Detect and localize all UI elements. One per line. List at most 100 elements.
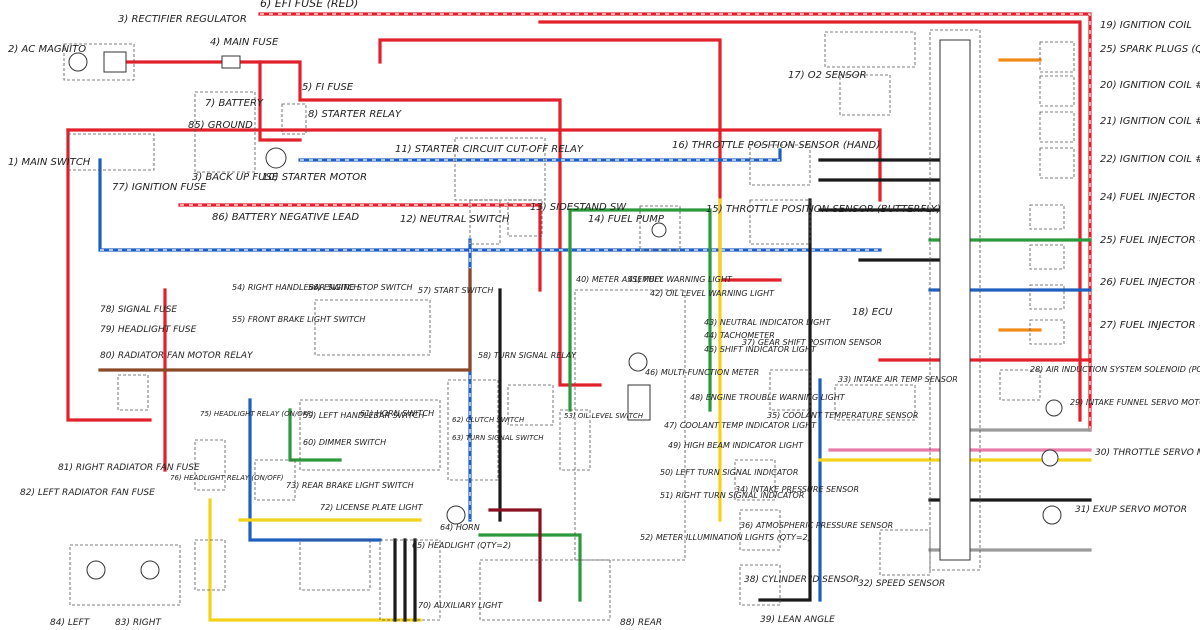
injector-3-box (1029, 284, 1065, 310)
label-multi-meter: 46) MULTI-FUNCTION METER (645, 368, 759, 377)
label-oil-level-switch: 53) OIL LEVEL SWITCH (564, 412, 644, 420)
label-main-switch: 1) MAIN SWITCH (8, 157, 91, 168)
horn-symbol (446, 505, 466, 525)
starter-motor-symbol (265, 147, 287, 169)
tps-butterfly-box (749, 199, 811, 245)
magneto-symbol (68, 52, 88, 72)
label-exup: 31) EXUP SERVO MOTOR (1075, 505, 1187, 515)
label-turn-relay: 58) TURN SIGNAL RELAY (478, 351, 577, 360)
atmospheric-box (739, 509, 781, 551)
label-license-light: 72) LICENSE PLATE LIGHT (320, 503, 424, 512)
label-left-fan-fuse: 82) LEFT RADIATOR FAN FUSE (20, 488, 155, 498)
left-fan-symbol (86, 560, 106, 580)
right-fan-symbol (140, 560, 160, 580)
label-injector-1: 24) FUEL INJECTOR #1 (1100, 192, 1200, 203)
label-coil-1: 19) IGNITION COIL (1100, 20, 1192, 31)
wire-green-lower (478, 533, 582, 602)
label-meter-assembly: 40) METER ASSEMBLY (576, 275, 664, 284)
label-headlight: 65) HEADLIGHT (QTY=2) (412, 541, 511, 550)
label-left-handlebar: 59) LEFT HANDLEBAR SWITCH (303, 411, 424, 420)
main-fuse-symbol (221, 55, 241, 69)
main-switch-box (67, 133, 155, 171)
label-front-brake: 55) FRONT BRAKE LIGHT SWITCH (232, 315, 365, 324)
wire-red-mainswitch (66, 128, 152, 422)
label-battery-lead: 86) BATTERY NEGATIVE LEAD (212, 212, 359, 223)
wire-red-horizontal (66, 128, 882, 202)
label-fi-fuse: 5) FI FUSE (302, 82, 354, 93)
label-signal-fuse: 78) SIGNAL FUSE (100, 305, 177, 315)
license-light-box (299, 539, 371, 591)
label-intake-pressure: 34) INTAKE PRESSURE SENSOR (735, 485, 859, 494)
label-injector-4: 27) FUEL INJECTOR #4 (1100, 320, 1200, 331)
label-layer: 6) EFI FUSE (RED) 2) AC MAGNITO 3) RECTI… (8, 0, 1200, 628)
label-start-switch: 57) START SWITCH (418, 286, 493, 295)
label-starter-relay: 8) STARTER RELAY (308, 109, 402, 120)
left-handlebar-box (299, 399, 441, 471)
label-left: 84) LEFT (50, 618, 91, 628)
label-funnel-servo: 29) INTAKE FUNNEL SERVO MOTOR (1070, 398, 1200, 407)
label-ignition-fuse: 77) IGNITION FUSE (112, 182, 207, 193)
injector-1-box (1029, 204, 1065, 230)
wire-black-a (758, 198, 812, 602)
ecu-connector (824, 31, 916, 68)
component-layer (63, 29, 1075, 621)
label-fan-relay: 80) RADIATOR FAN MOTOR RELAY (100, 351, 254, 361)
label-meter-lights: 52) METER ILLUMINATION LIGHTS (QTY=2) (640, 533, 811, 542)
label-coil-3: 21) IGNITION COIL #3 (1100, 116, 1200, 127)
brake-switch-box (254, 459, 296, 501)
fuel-pump-box (639, 205, 681, 251)
battery-box (194, 91, 256, 173)
label-tps-butterfly: 15) THROTTLE POSITION SENSOR (BUTTERFLY) (706, 204, 941, 215)
label-clutch: 62) CLUTCH SWITCH (452, 416, 525, 424)
ignition-coil-4-box (1039, 147, 1075, 179)
label-starter-motor: 10) STARTER MOTOR (262, 172, 367, 183)
label-cylinder-id: 38) CYLINDER ID SENSOR (744, 575, 859, 585)
label-efi-fuse: 6) EFI FUSE (RED) (260, 0, 358, 10)
label-neutral-switch: 12) NEUTRAL SWITCH (400, 214, 510, 225)
label-headlight-relay-2: 76) HEADLIGHT RELAY (ON/OFF) (170, 474, 284, 482)
label-gear-shift: 37) GEAR SHIFT POSITION SENSOR (742, 338, 882, 347)
tps-hand-box (749, 144, 811, 186)
label-lean-angle: 39) LEAN ANGLE (760, 615, 835, 625)
o2-sensor-box (839, 74, 891, 116)
label-coolant: 35) COOLANT TEMPERATURE SENSOR (767, 411, 919, 420)
starter-relay-box (281, 103, 307, 135)
neutral-switch-box (469, 199, 501, 245)
clutch-switch-box (447, 379, 499, 481)
label-rectifier: 3) RECTIFIER REGULATOR (118, 14, 247, 25)
label-aux-light: 70) AUXILIARY LIGHT (418, 601, 503, 610)
label-fuel-warning: 41) FUEL WARNING LIGHT (628, 275, 733, 284)
wire-darkred (488, 508, 542, 602)
injector-2-box (1029, 244, 1065, 270)
ignition-coil-3-box (1039, 111, 1075, 143)
label-ais: 28) AIR INDUCTION SYSTEM SOLENOID (POLLU… (1030, 365, 1200, 374)
label-horn: 64) HORN (440, 523, 480, 532)
ignition-coil-2-box (1039, 75, 1075, 107)
right-handlebar-box (314, 299, 431, 356)
label-oil-warning: 42) OIL LEVEL WARNING LIGHT (650, 289, 775, 298)
ecu-box (929, 29, 981, 571)
label-right: 83) RIGHT (115, 618, 162, 628)
label-neutral-indicator: 43) NEUTRAL INDICATOR LIGHT (704, 318, 831, 327)
label-injector-2: 25) FUEL INJECTOR #2 (1100, 235, 1200, 246)
label-right-handlebar: 54) RIGHT HANDLEBAR SWITCH (232, 283, 359, 292)
label-headlight-relay: 75) HEADLIGHT RELAY (ON/OFF) (200, 410, 314, 418)
wire-red-battery (258, 60, 602, 387)
regulator-symbol (103, 51, 127, 73)
label-ecu: 18) ECU (852, 307, 893, 318)
exup-servo-symbol (1042, 505, 1062, 525)
wire-red-main (118, 60, 302, 142)
label-rear: 88) REAR (620, 618, 662, 628)
meter-assembly-box (574, 289, 686, 561)
ais-solenoid-box (999, 369, 1041, 401)
label-shift-indicator: 45) SHIFT INDICATOR LIGHT (704, 345, 817, 354)
label-speed-sensor: 32) SPEED SENSOR (858, 579, 945, 589)
label-sidestand: 13) SIDESTAND SW (530, 202, 627, 213)
speed-sensor-box (879, 529, 931, 576)
label-fuel-pump: 14) FUEL PUMP (588, 214, 665, 225)
label-throttle-servo: 30) THROTTLE SERVO MOTOR (1095, 448, 1200, 458)
label-rear-brake: 73) REAR BRAKE LIGHT SWITCH (286, 481, 414, 490)
label-iat: 33) INTAKE AIR TEMP SENSOR (838, 375, 958, 384)
label-atmospheric: 36) ATMOSPHERIC PRESSURE SENSOR (740, 521, 893, 530)
